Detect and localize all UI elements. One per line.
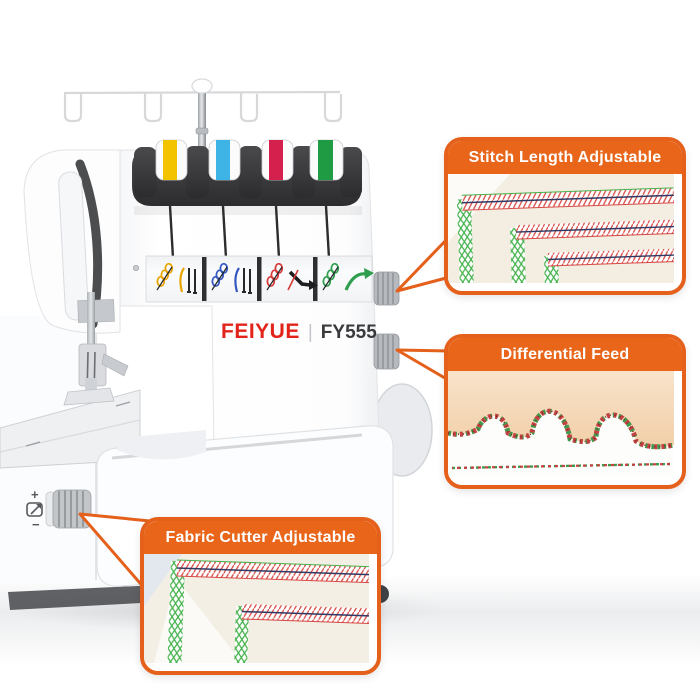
left-side-cover: [23, 149, 121, 334]
callout-fabric-cutter-label: Fabric Cutter Adjustable: [165, 528, 356, 546]
differential-feed-sample-image: [448, 371, 674, 477]
callout-differential-feed-header: Differential Feed: [448, 338, 682, 371]
stitch-icon-group-blue: [211, 262, 252, 294]
presser-foot: [63, 387, 115, 406]
tension-dial-red: [261, 139, 294, 181]
needle-assembly: [63, 292, 129, 406]
tension-dial-panel: [132, 139, 362, 259]
overlock-coil-icon: [322, 262, 340, 287]
callout-stitch-length-label: Stitch Length Adjustable: [468, 148, 662, 166]
threading-icon: [234, 267, 252, 294]
model-number: FY555: [320, 322, 377, 343]
pointer-differential-feed: [395, 348, 452, 383]
stitch-icon-group-yellow: [156, 262, 197, 294]
threading-icon: [179, 267, 197, 294]
fabric-cutter-sample-image: [144, 554, 369, 663]
screw: [132, 264, 139, 271]
brand-logo: FEIYUE: [221, 320, 300, 343]
differential-feed-knob: [373, 333, 400, 370]
cutter-minus-label: −: [32, 517, 40, 532]
brand-separator: |: [307, 322, 313, 343]
callout-stitch-length-header: Stitch Length Adjustable: [448, 141, 682, 174]
cutter-plus-label: +: [31, 487, 39, 502]
tension-release-lever: [58, 171, 89, 321]
overlock-coil-icon: [211, 262, 229, 287]
callout-differential-feed: Differential Feed: [444, 334, 686, 489]
callout-stitch-length: Stitch Length Adjustable: [444, 137, 686, 295]
stitch-icon-group-red: [266, 262, 318, 291]
stitch-length-knob: [373, 271, 400, 306]
curved-arrow-icon: [344, 268, 374, 291]
callout-fabric-cutter-header: Fabric Cutter Adjustable: [144, 521, 377, 554]
tension-dial-blue: [208, 139, 241, 181]
pointer-stitch-length: [395, 234, 452, 293]
stitch-length-sample-image: [448, 174, 674, 283]
overlock-coil-icon: [156, 262, 174, 287]
callout-differential-feed-label: Differential Feed: [500, 345, 630, 363]
stitch-reference-strip: [132, 255, 374, 303]
tension-dial-green: [309, 139, 344, 181]
cutter-adjust-icon: [26, 502, 43, 517]
lower-knife-icon: [287, 269, 318, 291]
stitch-icon-group-green: [322, 262, 374, 291]
callout-fabric-cutter: Fabric Cutter Adjustable: [140, 517, 381, 675]
tension-dial-yellow: [155, 139, 188, 181]
overlock-coil-icon: [266, 262, 284, 287]
brand-block: FEIYUE | FY555: [221, 320, 377, 344]
fabric-cutter-knob: [45, 489, 92, 529]
